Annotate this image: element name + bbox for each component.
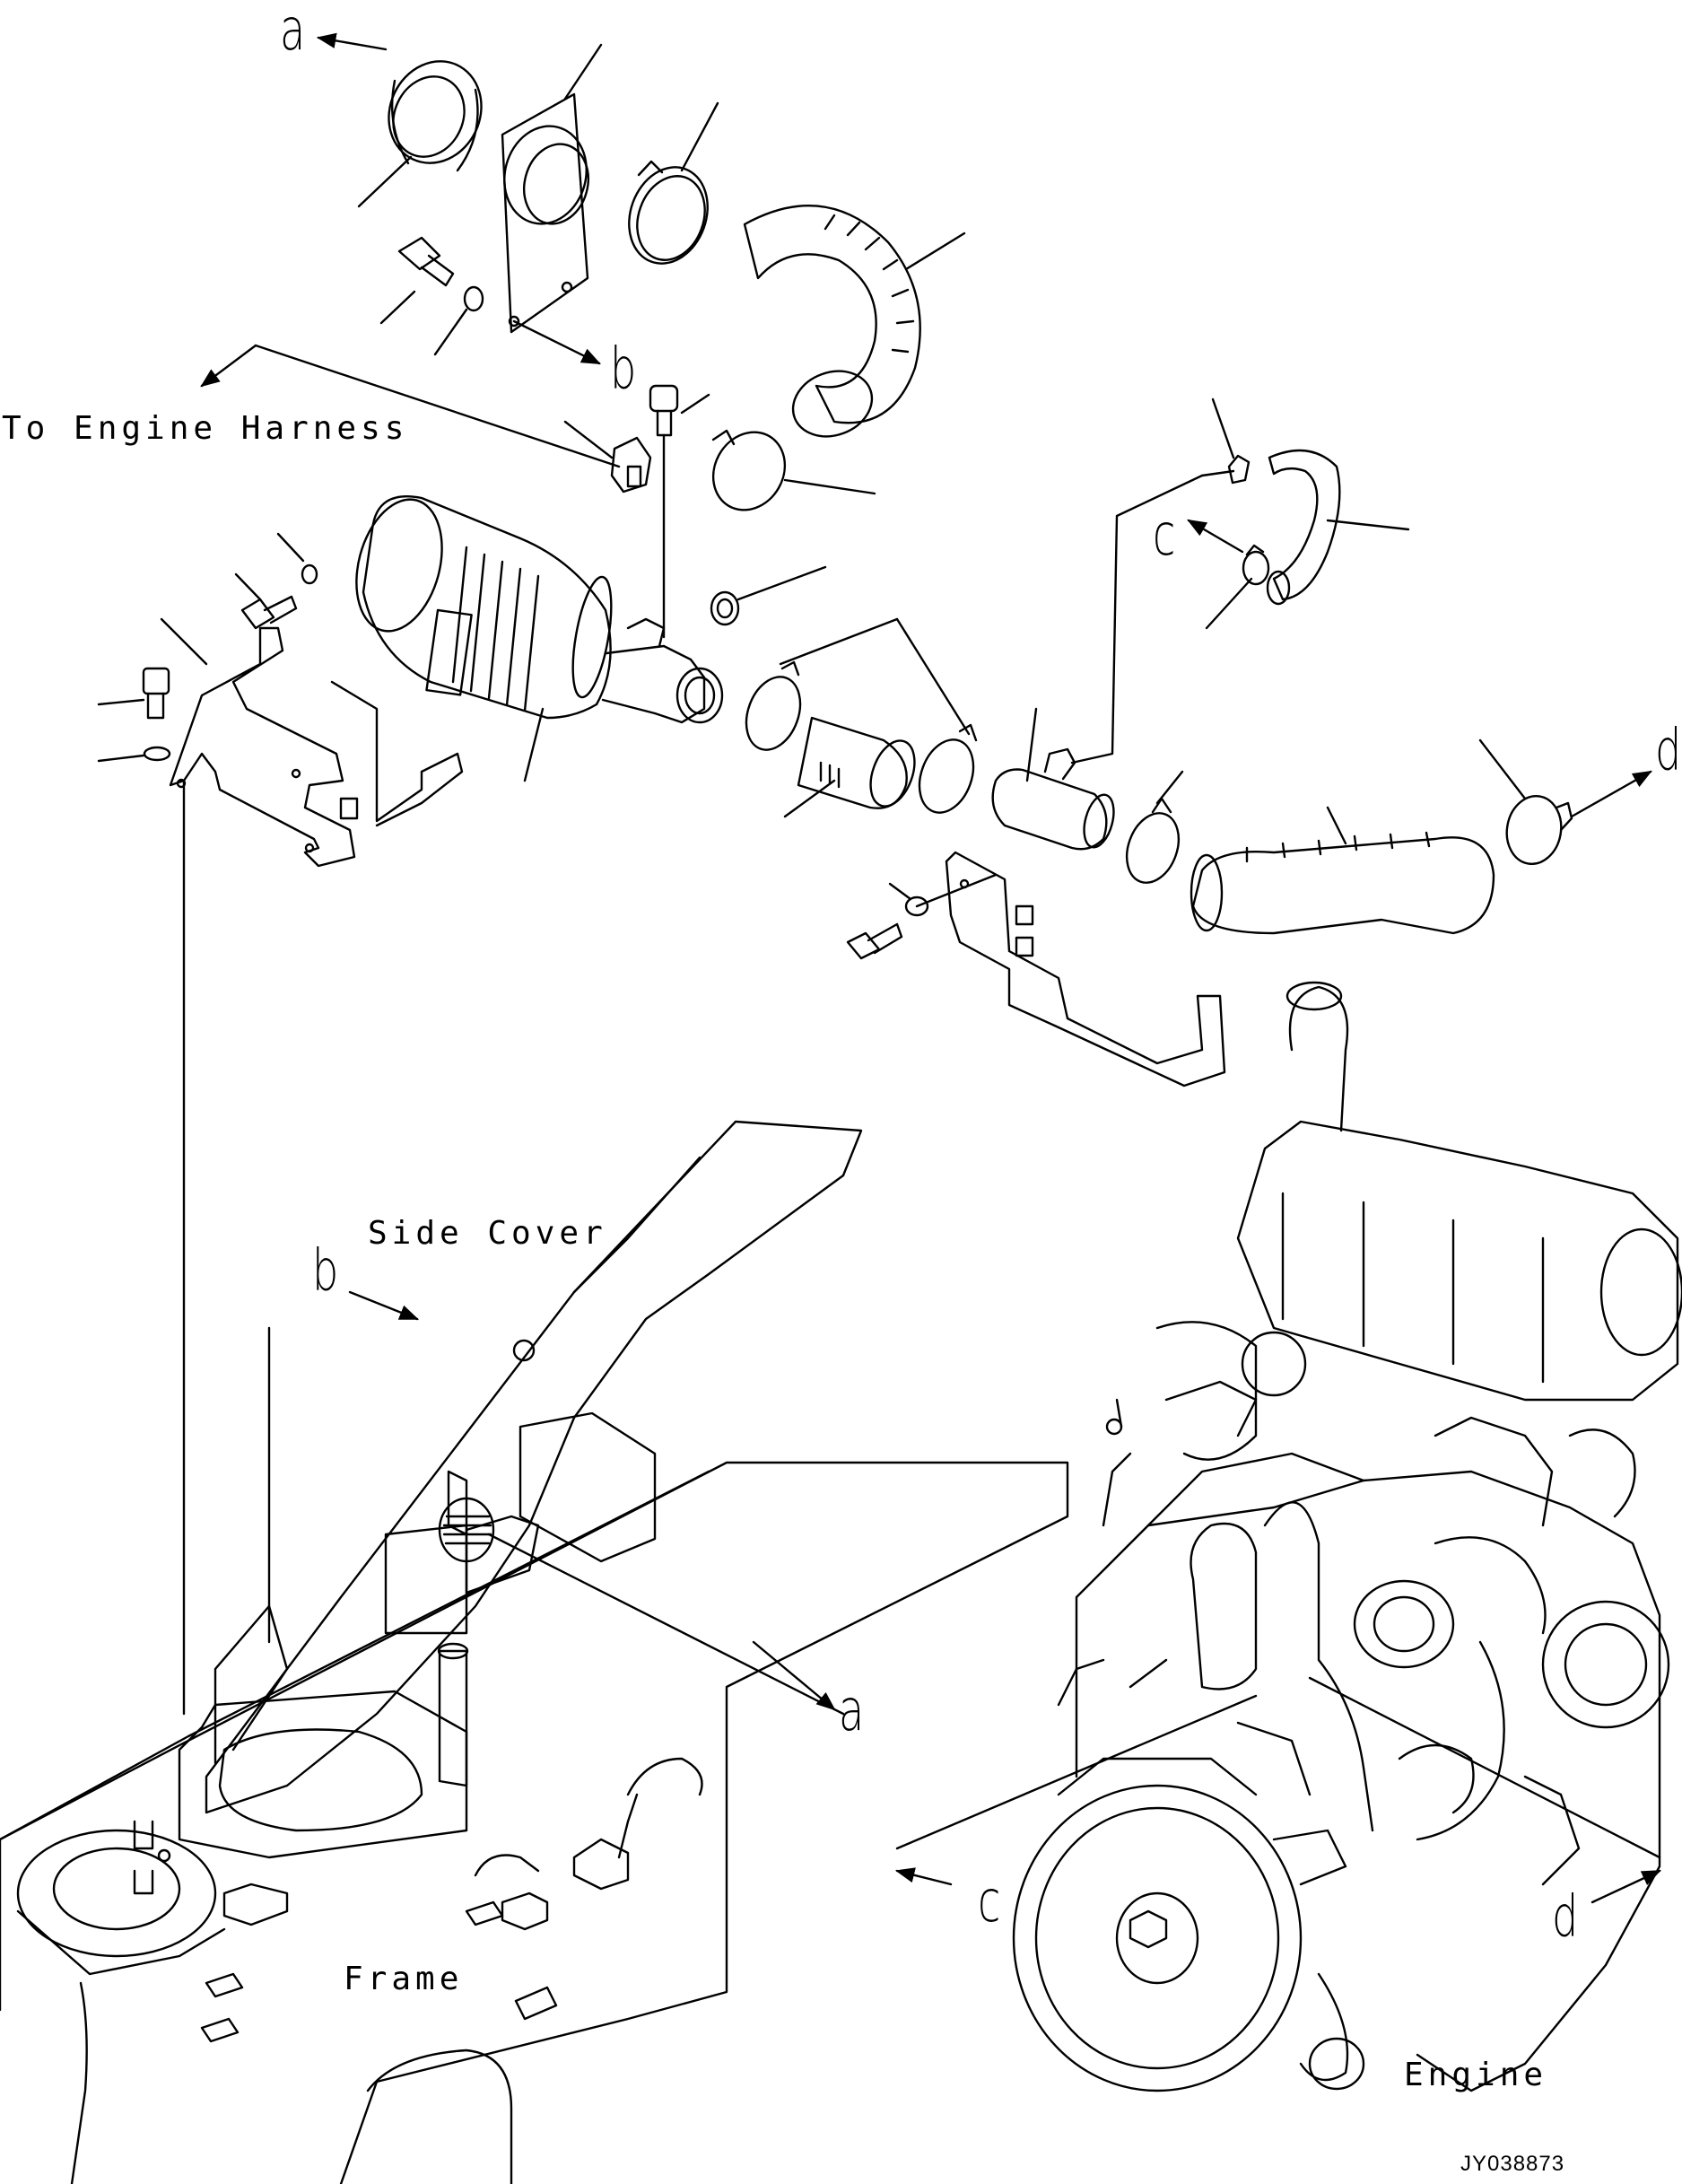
hose-clamp-upper	[628, 160, 709, 265]
intake-hose-upper	[743, 204, 921, 438]
hose-clamp-end	[1505, 795, 1573, 865]
leader-small-clamp-mid	[1205, 577, 1253, 630]
leader-clamp-end	[1478, 738, 1527, 800]
leader-bracket	[160, 617, 208, 666]
callout-b-bottom: b	[312, 1238, 339, 1305]
grommet	[710, 590, 740, 626]
air-cleaner	[355, 495, 724, 724]
arrow-a-top	[316, 32, 388, 51]
leader-grommet	[736, 565, 827, 601]
leader-clamp-lower	[1155, 770, 1184, 805]
leader-washer-bracket-lower	[97, 754, 145, 763]
small-clamp-top	[1227, 454, 1251, 485]
leader-clamp-upper	[680, 101, 719, 172]
leader-small-hose	[1326, 519, 1410, 531]
d-line-bottom	[1308, 1676, 1661, 1859]
hose-clamp-left	[745, 660, 802, 751]
leader-clamp-middle	[783, 478, 876, 495]
seal-ring	[388, 60, 483, 172]
leader-clamp-pair-b	[895, 617, 971, 736]
side-cover	[205, 1120, 863, 1814]
bolt-bracket-upper	[240, 563, 318, 630]
leader-seal-ring	[357, 155, 413, 208]
leader-mounting-plate	[563, 43, 603, 100]
machine-frame	[0, 1411, 1069, 2184]
arrow-b-bottom	[348, 1290, 420, 1321]
leader-intake-hose	[904, 232, 966, 271]
leader-bolt-bracket-lower	[97, 698, 145, 706]
bolt-upper	[397, 236, 484, 312]
label-side-cover: Side Cover	[368, 1215, 607, 1252]
harness-line	[254, 344, 621, 468]
leader-air-cleaner	[523, 707, 545, 782]
c-line-end	[1200, 469, 1235, 477]
small-clamp-mid	[1242, 544, 1270, 586]
leader-bolt-bracket-upper	[234, 572, 262, 601]
arrow-a-bottom	[752, 1640, 836, 1711]
hose-clamp-middle	[711, 429, 787, 511]
mounting-plate	[501, 92, 589, 334]
arrow-to-harness	[200, 344, 257, 388]
leader-bolt-small	[680, 393, 710, 415]
arrow-c-top	[1187, 519, 1244, 554]
leader-clamp-pair-a	[779, 617, 899, 666]
label-engine: Engine	[1404, 2057, 1548, 2093]
leader-intake-hose-lower	[1326, 806, 1347, 845]
leader-tee-pipe	[1025, 707, 1038, 782]
callout-d-bottom: d	[1552, 1884, 1579, 1951]
bolt-small	[649, 384, 679, 437]
arrow-c-bottom	[894, 1867, 953, 1886]
arrow-d-bottom	[1590, 1869, 1661, 1904]
short-hose	[797, 716, 916, 809]
callout-a-bottom: a	[839, 1678, 865, 1744]
small-hose	[1266, 449, 1341, 606]
callout-a-top: a	[280, 0, 306, 64]
leader-short-hose	[783, 779, 836, 818]
air-cleaner-bracket	[169, 626, 464, 868]
washer-axis-line	[915, 873, 998, 908]
leader-bolt-upper	[379, 290, 416, 325]
a-line	[487, 1533, 845, 1716]
engine-assembly	[1012, 981, 1682, 2092]
bolt-bracket-lower	[142, 667, 171, 762]
callout-b-top: b	[610, 336, 637, 403]
leader-washer-upper	[433, 308, 468, 356]
label-to-engine-harness: To Engine Harness	[2, 410, 409, 447]
hose-clamp-right	[918, 723, 978, 814]
leader-small-clamp-top	[1211, 397, 1235, 459]
leader-washer-bracket-upper	[276, 532, 305, 563]
tee-pipe	[991, 747, 1115, 851]
intake-hose-lower	[1190, 831, 1495, 935]
tee-bracket	[945, 851, 1226, 1088]
callout-c-top: c	[1153, 502, 1176, 569]
label-frame: Frame	[344, 1961, 464, 1997]
leader-washer-tee	[888, 882, 912, 901]
arrow-d-top	[1570, 770, 1652, 818]
arrow-b-top	[512, 319, 601, 365]
vent-grille	[438, 1497, 495, 1563]
tee-to-c-line	[1070, 474, 1204, 764]
callout-d-top: d	[1655, 718, 1682, 784]
hose-clamp-lower	[1125, 797, 1181, 884]
sensor-connector	[610, 436, 652, 494]
callout-c-bottom: c	[978, 1869, 1001, 1935]
c-line-bottom	[895, 1694, 1258, 1850]
leader-connector	[563, 420, 614, 459]
bolt-tee-bracket	[846, 895, 929, 960]
figure-id: JY038873	[1460, 2152, 1565, 2176]
